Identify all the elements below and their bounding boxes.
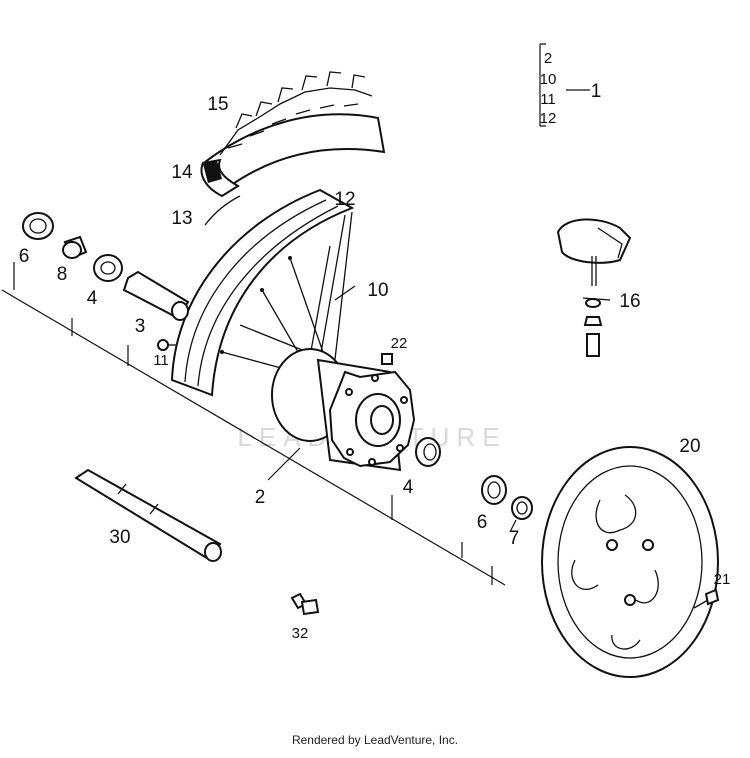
callout-11[interactable]: 11	[153, 352, 169, 369]
bearing-left[interactable]	[93, 254, 123, 282]
callout-30[interactable]: 30	[109, 527, 130, 548]
kit-item-2: 2	[544, 50, 552, 67]
cap-screw[interactable]	[381, 353, 393, 365]
wheel-hub[interactable]	[271, 348, 416, 472]
callout-10[interactable]: 10	[367, 280, 388, 301]
callout-2[interactable]: 2	[255, 487, 266, 508]
callout-14[interactable]: 14	[171, 162, 193, 183]
footer-credit: Rendered by LeadVenture, Inc.	[291, 733, 459, 747]
leader-lines	[13, 43, 611, 585]
rim[interactable]	[170, 188, 355, 397]
distance-tube[interactable]	[122, 270, 190, 321]
callout-15[interactable]: 15	[207, 94, 228, 115]
tube-band	[203, 161, 222, 183]
brake-disc[interactable]	[541, 446, 719, 678]
grease-nipple[interactable]	[157, 339, 176, 351]
callout-6-left[interactable]: 6	[19, 246, 30, 267]
callout-13[interactable]: 13	[171, 208, 192, 229]
callout-7[interactable]: 7	[509, 528, 520, 549]
callout-16[interactable]: 16	[619, 291, 640, 312]
callout-6-right[interactable]: 6	[477, 512, 488, 533]
rim-band[interactable]	[204, 195, 241, 226]
kit-item-10: 10	[540, 71, 557, 88]
callout-8[interactable]: 8	[57, 264, 68, 285]
callout-21[interactable]: 21	[714, 571, 731, 588]
callout-4-right[interactable]: 4	[403, 477, 414, 498]
callout-12[interactable]: 12	[334, 189, 355, 210]
seal-left[interactable]	[22, 212, 54, 240]
kit-label[interactable]: 1	[591, 81, 602, 102]
axle-bolt[interactable]	[290, 592, 320, 616]
callout-3[interactable]: 3	[135, 316, 146, 337]
spacer-right[interactable]	[511, 496, 533, 520]
seal-right[interactable]	[481, 475, 507, 505]
callout-4-left[interactable]: 4	[87, 288, 98, 309]
valve-stem[interactable]	[556, 218, 632, 357]
callout-32[interactable]: 32	[292, 625, 309, 642]
kit-group: 2 10 11 12 1	[540, 50, 602, 127]
disc-screw[interactable]	[693, 588, 720, 609]
assembly-axis-line	[1, 289, 506, 586]
front-axle[interactable]	[74, 468, 222, 562]
tire[interactable]	[203, 71, 386, 188]
kit-item-11: 11	[540, 91, 556, 108]
callout-20[interactable]: 20	[679, 436, 700, 457]
kit-item-12: 12	[540, 110, 557, 127]
spacer-left[interactable]	[62, 235, 88, 260]
callout-22[interactable]: 22	[391, 335, 408, 352]
bearing-right[interactable]	[415, 437, 441, 467]
callouts: 15 14 13 12 10 6 8 4 3 11 22 16 2 4 20 6…	[19, 94, 731, 642]
